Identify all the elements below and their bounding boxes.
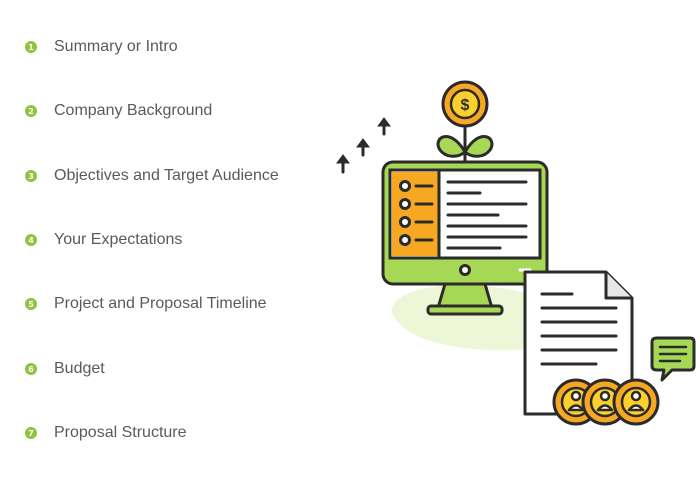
list-item-label: Company Background <box>54 102 213 119</box>
step-number-badge: 4 <box>25 234 37 246</box>
user-coins-icon <box>552 378 660 426</box>
list-item: 2 Company Background <box>25 99 212 123</box>
list-item-label: Summary or Intro <box>54 38 178 55</box>
list-item: 3 Objectives and Target Audience <box>25 164 279 188</box>
list-item: 5 Project and Proposal Timeline <box>25 292 267 316</box>
step-number-badge: 1 <box>25 41 37 53</box>
list-item: 4 Your Expectations <box>25 228 182 252</box>
up-arrows-icon <box>336 117 391 174</box>
money-plant-icon: $ <box>436 80 494 162</box>
user-coin <box>581 378 629 426</box>
chat-bubble-icon <box>650 336 696 382</box>
user-coin <box>612 378 660 426</box>
step-number-badge: 6 <box>25 363 37 375</box>
list-item: 6 Budget <box>25 357 105 381</box>
coin-symbol: $ <box>461 97 470 114</box>
list-item-label: Budget <box>54 360 105 377</box>
step-number-badge: 2 <box>25 105 37 117</box>
list-item-label: Objectives and Target Audience <box>54 167 279 184</box>
step-number-badge: 7 <box>25 427 37 439</box>
list-item-label: Your Expectations <box>54 231 183 248</box>
list-item-label: Proposal Structure <box>54 424 187 441</box>
list-item: 1 Summary or Intro <box>25 35 178 59</box>
step-number-badge: 3 <box>25 170 37 182</box>
list-item-label: Project and Proposal Timeline <box>54 295 267 312</box>
document-icon <box>523 270 634 416</box>
step-number-badge: 5 <box>25 298 37 310</box>
monitor-icon <box>381 160 549 316</box>
list-item: 7 Proposal Structure <box>25 421 187 445</box>
